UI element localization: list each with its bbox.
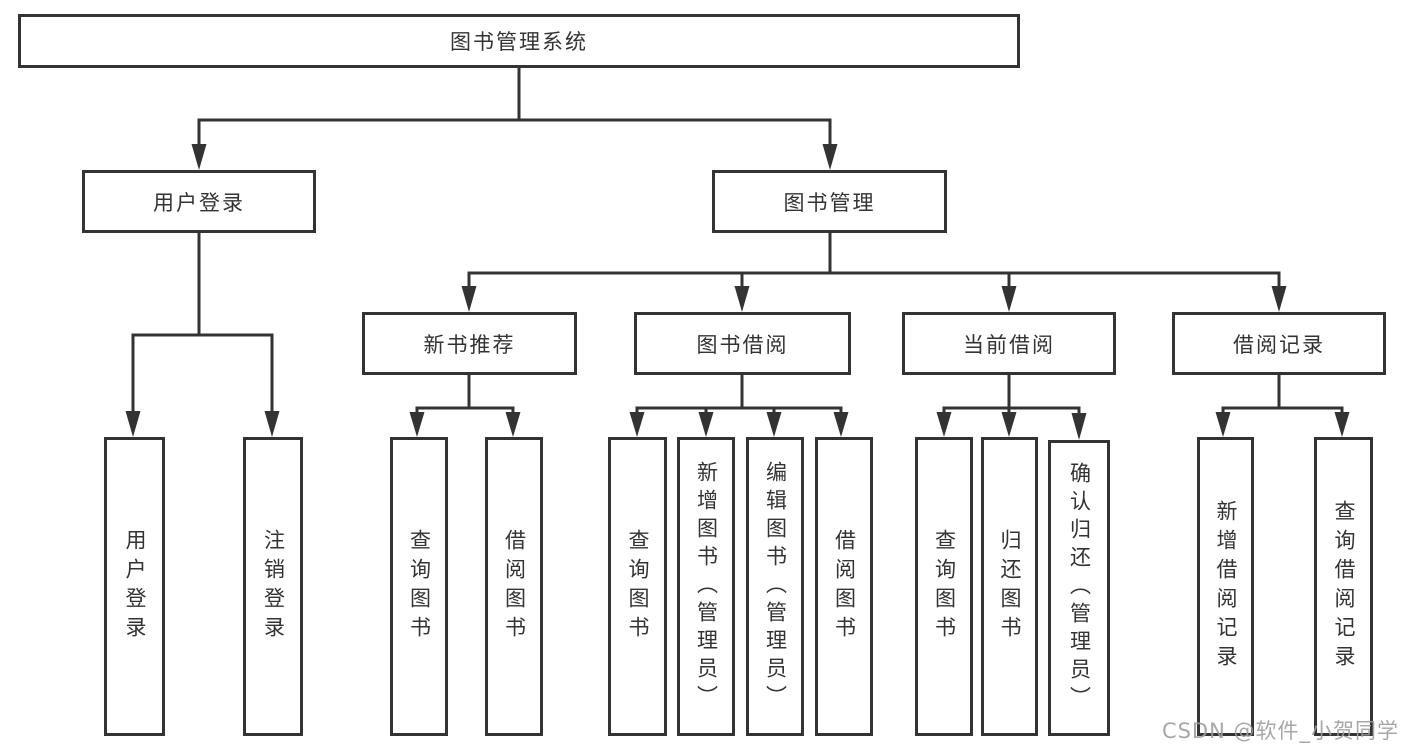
node-book-management: 图书管理 xyxy=(712,170,947,233)
leaf-rec-query-borrow-record-label: 查询借阅记录 xyxy=(1332,499,1356,674)
leaf-cb-query-books-label: 查询图书 xyxy=(932,528,957,645)
node-current-borrow: 当前借阅 xyxy=(902,312,1116,375)
leaf-logout: 注销登录 xyxy=(243,437,303,736)
leaf-user-login: 用户登录 xyxy=(104,437,165,736)
node-book-borrow: 图书借阅 xyxy=(634,312,851,375)
leaf-bb-query-books-label: 查询图书 xyxy=(626,528,650,645)
leaf-bb-borrow-books: 借阅图书 xyxy=(815,437,873,736)
leaf-cb-confirm-return-admin: 确认归还（管理员） xyxy=(1048,440,1110,736)
leaf-cb-query-books: 查询图书 xyxy=(915,437,973,736)
node-borrow-records: 借阅记录 xyxy=(1172,312,1386,375)
leaf-nb-query-books: 查询图书 xyxy=(390,437,448,736)
leaf-nb-borrow-books-label: 借阅图书 xyxy=(502,528,527,645)
leaf-cb-confirm-return-admin-label: 确认归还（管理员） xyxy=(1067,462,1092,714)
node-root-system: 图书管理系统 xyxy=(18,14,1020,68)
leaf-user-login-label: 用户登录 xyxy=(123,528,147,645)
leaf-cb-return-books-label: 归还图书 xyxy=(998,528,1022,645)
leaf-rec-query-borrow-record: 查询借阅记录 xyxy=(1314,437,1373,736)
leaf-rec-add-borrow-record: 新增借阅记录 xyxy=(1197,437,1254,736)
leaf-nb-query-books-label: 查询图书 xyxy=(407,528,432,645)
leaf-bb-add-books-admin-label: 新增图书（管理员） xyxy=(694,460,719,713)
node-new-book-recommend: 新书推荐 xyxy=(362,312,577,375)
leaf-rec-add-borrow-record-label: 新增借阅记录 xyxy=(1214,499,1238,674)
leaf-bb-edit-books-admin-label: 编辑图书（管理员） xyxy=(763,460,788,713)
leaf-bb-add-books-admin: 新增图书（管理员） xyxy=(677,437,735,736)
leaf-logout-label: 注销登录 xyxy=(261,528,286,645)
leaf-cb-return-books: 归还图书 xyxy=(981,437,1038,736)
leaf-bb-borrow-books-label: 借阅图书 xyxy=(832,528,857,645)
node-user-login: 用户登录 xyxy=(82,170,316,233)
leaf-nb-borrow-books: 借阅图书 xyxy=(485,437,543,736)
leaf-bb-edit-books-admin: 编辑图书（管理员） xyxy=(746,437,804,736)
leaf-bb-query-books: 查询图书 xyxy=(608,437,667,736)
